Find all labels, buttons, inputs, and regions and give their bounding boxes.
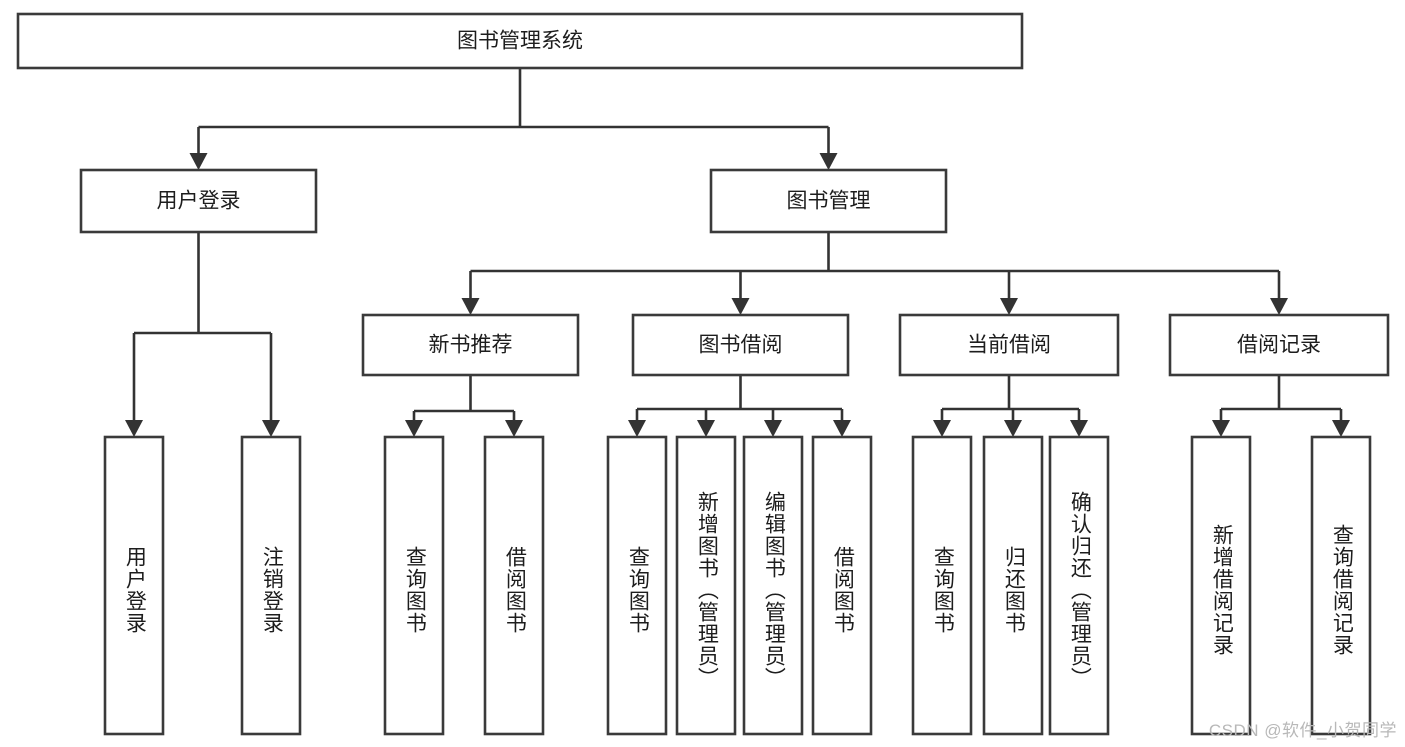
arrow-head <box>125 420 143 437</box>
node-box-leaf-add-book[interactable] <box>675 435 737 736</box>
node-box-leaf-user-logout[interactable] <box>240 435 302 736</box>
arrow-head <box>1070 420 1088 437</box>
node-box-borrow-record[interactable] <box>1168 313 1390 377</box>
node-box-book-borrow[interactable] <box>631 313 850 377</box>
node-box-leaf-confirm-return[interactable] <box>1048 435 1110 736</box>
connector-lines <box>125 68 1350 437</box>
arrow-head <box>764 420 782 437</box>
arrow-head <box>819 153 838 170</box>
node-box-current-borrow[interactable] <box>898 313 1120 377</box>
node-label-root: 图书管理系统 <box>457 30 583 53</box>
node-box-root[interactable] <box>16 12 1024 70</box>
node-label-book-borrow: 图书借阅 <box>699 334 783 357</box>
arrow-head <box>697 420 715 437</box>
node-label-borrow-record: 借阅记录 <box>1237 334 1321 357</box>
node-box-leaf-return-book[interactable] <box>982 435 1044 736</box>
node-box-leaf-query-book-3[interactable] <box>911 435 973 736</box>
node-box-leaf-query-record[interactable] <box>1310 435 1372 736</box>
node-box-user-login[interactable] <box>79 168 318 234</box>
arrow-head <box>1332 420 1350 437</box>
arrow-head <box>1270 298 1288 315</box>
arrow-head <box>1212 420 1230 437</box>
node-label-current-borrow: 当前借阅 <box>967 334 1051 357</box>
arrow-head <box>933 420 951 437</box>
node-box-leaf-add-record[interactable] <box>1190 435 1252 736</box>
node-box-leaf-user-login[interactable] <box>103 435 165 736</box>
node-box-book-manage[interactable] <box>709 168 948 234</box>
node-label-user-login: 用户登录 <box>157 190 241 213</box>
arrow-head <box>405 420 423 437</box>
watermark-text: CSDN @软件_小贺同学 <box>1208 721 1397 740</box>
node-box-leaf-borrow-book-2[interactable] <box>811 435 873 736</box>
arrow-head <box>1000 298 1018 315</box>
arrow-head <box>628 420 646 437</box>
node-box-leaf-borrow-book-1[interactable] <box>483 435 545 736</box>
node-label-new-book-recommend: 新书推荐 <box>429 334 513 357</box>
arrow-head <box>1004 420 1022 437</box>
arrow-head <box>833 420 851 437</box>
node-box-leaf-query-book-2[interactable] <box>606 435 668 736</box>
arrow-head <box>461 298 480 315</box>
node-label-book-manage: 图书管理 <box>787 190 871 213</box>
arrow-head <box>731 298 750 315</box>
arrow-head <box>189 153 208 170</box>
node-box-leaf-edit-book[interactable] <box>742 435 804 736</box>
node-box-leaf-query-book-1[interactable] <box>383 435 445 736</box>
arrow-head <box>262 420 280 437</box>
node-boxes <box>16 12 1390 736</box>
node-box-new-book-recommend[interactable] <box>361 313 580 377</box>
arrow-head <box>505 420 523 437</box>
